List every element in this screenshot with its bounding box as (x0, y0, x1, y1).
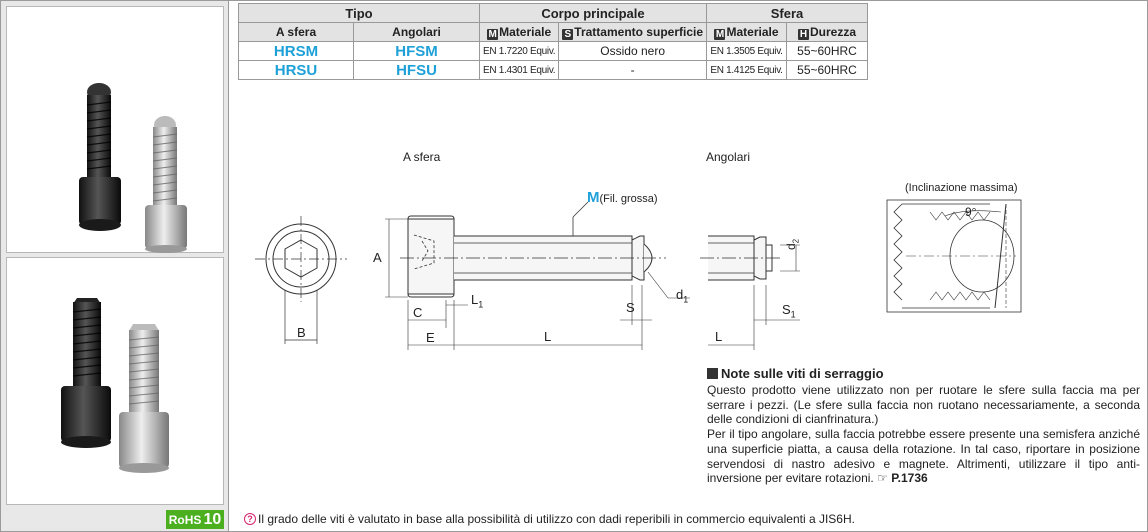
angle-label: 9° (965, 205, 977, 219)
dim-s1-main: S (782, 302, 791, 317)
footnote-text: Il grado delle viti è valutato in base a… (258, 512, 855, 526)
square-bullet-icon (707, 368, 718, 379)
subheader-angolari: Angolari (353, 22, 480, 42)
footnote: ?Il grado delle viti è valutato in base … (244, 512, 855, 526)
reference-icon: ☞ (877, 471, 888, 486)
rohs-number: 10 (203, 510, 222, 528)
label-a-sfera: A sfera (403, 150, 441, 164)
front-view (255, 216, 347, 344)
page-reference-link[interactable]: P.1736 (891, 471, 928, 486)
label-angolari: Angolari (706, 150, 751, 164)
inclination-label: (Inclinazione massima) (905, 182, 1018, 194)
notes-title-text: Note sulle viti di serraggio (721, 366, 884, 381)
rohs-label: RoHS (168, 512, 202, 527)
dim-l1: L1 (471, 292, 483, 310)
inclination-detail (886, 199, 1022, 313)
dim-d2: d2 (784, 239, 800, 250)
dim-d2-main: d (784, 243, 798, 250)
product-photo-angular-type (6, 257, 224, 505)
trattamento-text: Trattamento superficie (574, 24, 703, 39)
dim-c: C (413, 305, 423, 320)
notes-body: Questo prodotto viene utilizzato non per… (707, 383, 1140, 486)
dim-l1-sub: 1 (478, 299, 484, 310)
cell-materiale: EN 1.4301 Equiv. (478, 60, 560, 80)
dim-b: B (297, 325, 306, 340)
subheader-a-sfera: A sfera (238, 22, 354, 42)
cell-trattamento: Ossido nero (558, 41, 707, 61)
notes-paragraph-1: Questo prodotto viene utilizzato non per… (707, 383, 1140, 427)
product-photo-ball-type (6, 6, 224, 253)
header-corpo: Corpo principale (479, 3, 707, 23)
thread-label: M(Fil. grossa) (587, 189, 658, 206)
dim-l1-main: L (471, 292, 479, 307)
table-row: HRSU HFSU EN 1.4301 Equiv. - EN 1.4125 E… (238, 60, 868, 80)
side-view-angular (700, 235, 800, 350)
durezza-text: Durezza (809, 24, 856, 39)
m-icon: M (487, 28, 499, 40)
notes-title: Note sulle viti di serraggio (707, 366, 884, 381)
dim-s1: S1 (782, 302, 796, 320)
thread-note: (Fil. grossa) (599, 193, 658, 205)
spec-table: Tipo Corpo principale Sfera A sfera Ango… (238, 3, 868, 80)
dim-a: A (373, 250, 382, 265)
notes-paragraph-2-text: Per il tipo angolare, sulla faccia potre… (707, 427, 1140, 486)
dim-s: S (626, 300, 635, 315)
dim-l-angular: L (715, 329, 723, 344)
dim-l: L (544, 329, 552, 344)
dim-d1-main: d (676, 287, 684, 302)
code-a-sfera: HRSU (238, 60, 354, 80)
s-icon: S (562, 28, 574, 40)
dim-d1: d1 (676, 287, 688, 305)
cell-durezza: 55~60HRC (786, 60, 868, 80)
dim-s1-sub: 1 (790, 309, 796, 320)
materiale-text: Materiale (499, 24, 552, 39)
side-view-ball (385, 201, 690, 350)
thread-m: M (587, 189, 600, 206)
h-icon: H (797, 28, 809, 40)
materiale-sfera-text: Materiale (726, 24, 779, 39)
cell-durezza: 55~60HRC (786, 41, 868, 61)
info-icon: ? (244, 513, 256, 525)
code-angolari: HFSU (353, 60, 480, 80)
dim-d2-sub: 2 (791, 238, 801, 244)
dim-d1-sub: 1 (683, 294, 689, 305)
m-icon: M (714, 28, 726, 40)
header-sfera: Sfera (706, 3, 868, 23)
table-row: HRSM HFSM EN 1.7220 Equiv. Ossido nero E… (238, 41, 868, 61)
dim-e: E (426, 330, 435, 345)
notes-paragraph-2: Per il tipo angolare, sulla faccia potre… (707, 427, 1140, 486)
